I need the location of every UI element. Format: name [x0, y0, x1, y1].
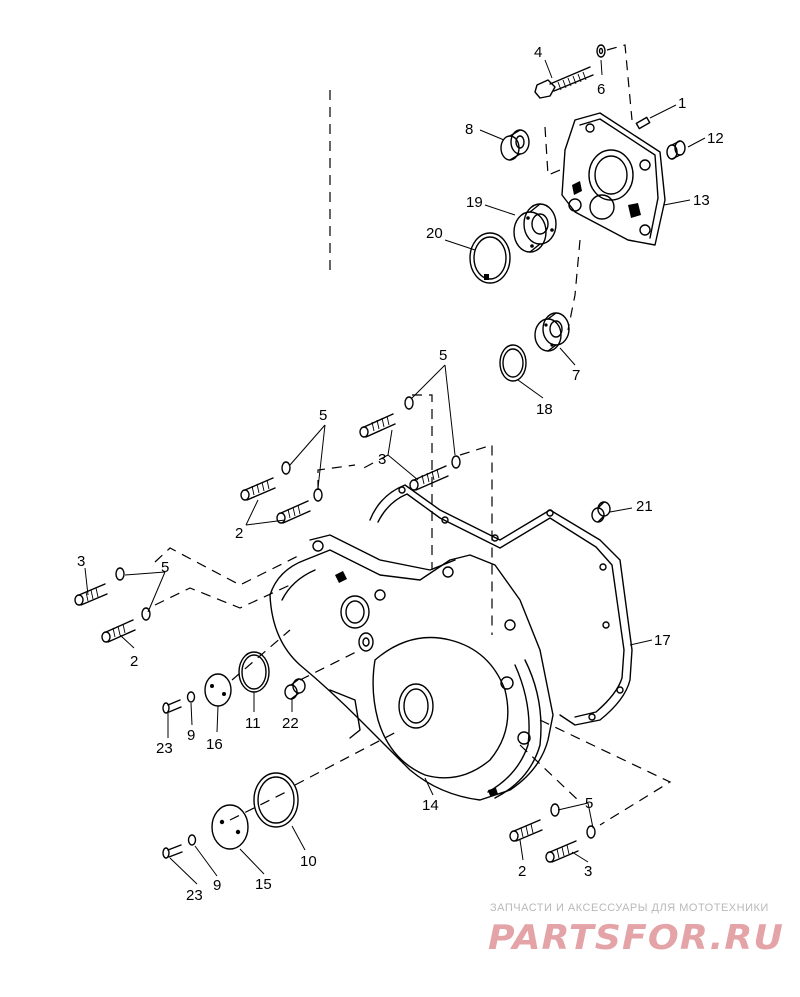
- bearing-7: [534, 312, 570, 352]
- housing-13: [561, 112, 666, 246]
- label-part-5-a: 5: [439, 347, 447, 364]
- label-part-6: 6: [597, 81, 605, 98]
- label-part-18: 18: [536, 401, 553, 418]
- screw-23a: [162, 699, 182, 714]
- watermark-tagline: ЗАПЧАСТИ И АКСЕССУАРЫ ДЛЯ МОТОТЕХНИКИ: [490, 902, 769, 914]
- part-labels: 4 6 1 8 12 13 19 20 7 18 5 5 3 2 3 5 2 2…: [77, 44, 724, 904]
- label-part-10: 10: [300, 853, 317, 870]
- label-part-11: 11: [245, 715, 261, 732]
- washer-cover: [358, 632, 374, 652]
- label-part-14: 14: [422, 797, 439, 814]
- label-part-2-b: 2: [130, 653, 138, 670]
- label-part-21: 21: [636, 498, 653, 515]
- label-part-23-a: 23: [156, 740, 173, 757]
- label-part-2-c: 2: [518, 863, 526, 880]
- plug-15: [211, 804, 249, 850]
- gasket-17: [369, 484, 633, 726]
- label-part-3-a: 3: [378, 451, 386, 468]
- label-part-8: 8: [465, 121, 473, 138]
- retaining-ring-18: [499, 344, 527, 382]
- label-part-15: 15: [255, 876, 272, 893]
- watermark-logo: PARTSFOR.RU: [488, 918, 784, 956]
- bolt-4: [534, 66, 594, 99]
- label-part-5-c: 5: [161, 559, 169, 576]
- label-part-5-d: 5: [585, 795, 593, 812]
- bearing-19: [513, 203, 557, 253]
- leader-lines: [84, 59, 706, 885]
- label-part-4: 4: [534, 44, 542, 61]
- label-part-1: 1: [678, 95, 686, 112]
- o-ring-10: [253, 772, 299, 828]
- o-ring-11: [238, 651, 270, 693]
- label-part-7: 7: [572, 367, 580, 384]
- retaining-ring-20: [469, 232, 511, 284]
- label-part-16: 16: [206, 736, 223, 753]
- bushing-12: [666, 140, 686, 160]
- dowel-21: [591, 501, 611, 523]
- label-part-13: 13: [693, 192, 710, 209]
- cover-14: [269, 534, 554, 801]
- label-part-3-b: 3: [77, 553, 85, 570]
- label-part-19: 19: [466, 194, 483, 211]
- label-part-20: 20: [426, 225, 443, 242]
- washer-9a: [186, 691, 196, 703]
- watermark-logo-text: PARTSFOR.RU: [488, 918, 784, 956]
- screw-23b: [162, 844, 183, 859]
- washer-5a: [404, 396, 414, 410]
- screws-and-washers: [74, 396, 596, 863]
- spacer-22: [284, 678, 306, 700]
- label-part-9-b: 9: [213, 877, 221, 894]
- bushing-8: [500, 129, 530, 161]
- label-part-3-c: 3: [584, 863, 592, 880]
- dowel-pin-1: [635, 116, 651, 130]
- label-part-12: 12: [707, 130, 724, 147]
- label-part-9-a: 9: [187, 727, 195, 744]
- label-part-23-b: 23: [186, 887, 203, 904]
- label-part-5-b: 5: [319, 407, 327, 424]
- washer-9b: [187, 834, 197, 846]
- washer-6: [596, 44, 606, 58]
- label-part-17: 17: [654, 632, 671, 649]
- label-part-2-a: 2: [235, 525, 243, 542]
- label-part-22: 22: [282, 715, 299, 732]
- plug-16: [204, 673, 232, 707]
